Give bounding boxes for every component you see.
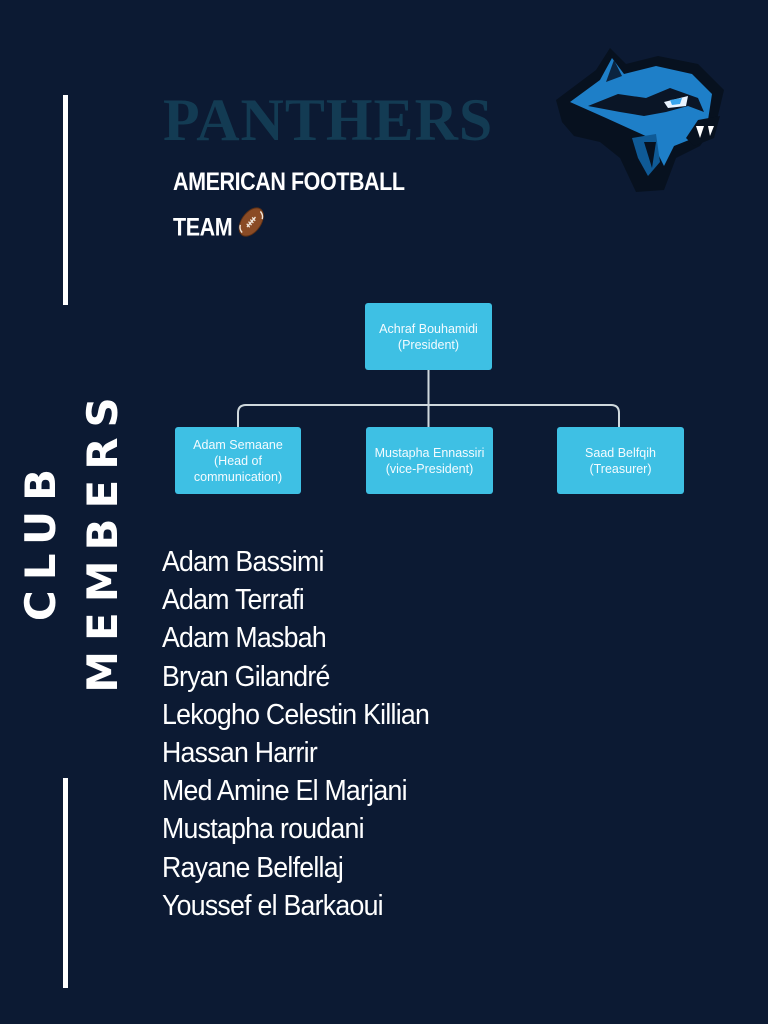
subtitle-line2: TEAM: [173, 204, 405, 254]
president-role: (President): [397, 337, 460, 352]
subtitle-line1: AMERICAN FOOTBALL: [173, 168, 405, 196]
node1-name: Adam Semaane: [193, 437, 283, 452]
node2-name: Mustapha Ennassiri: [374, 445, 485, 460]
list-item: Bryan Gilandré: [162, 660, 330, 693]
side-title-line2: MEMBERS: [78, 387, 127, 693]
football-icon: [236, 204, 267, 254]
node3-name: Saad Belfqih: [585, 445, 656, 460]
org-node-treasurer: Saad Belfqih (Treasurer): [557, 427, 684, 494]
president-name: Achraf Bouhamidi: [379, 321, 478, 336]
node1-role-line1: (Head of: [214, 453, 262, 468]
list-item: Hassan Harrir: [162, 737, 318, 770]
node2-role: (vice-President): [385, 461, 474, 476]
list-item: Adam Masbah: [162, 622, 327, 655]
decorative-bar-bottom: [63, 778, 68, 988]
brand-subtitle: AMERICAN FOOTBALL TEAM: [173, 160, 405, 254]
list-item: Adam Bassimi: [162, 546, 324, 578]
node3-role: (Treasurer): [589, 461, 652, 476]
list-item: Med Amine El Marjani: [162, 775, 408, 808]
brand-name: PANTHERS: [163, 87, 494, 153]
list-item: Mustapha roudani: [162, 813, 365, 846]
node1-role-line2: communication): [193, 469, 283, 484]
org-node-head-of-communication: Adam Semaane (Head of communication): [175, 427, 301, 494]
list-item: Lekogho Celestin Killian: [162, 698, 430, 731]
decorative-bar-top: [63, 95, 68, 305]
panther-head-icon: [556, 48, 724, 192]
list-item: Rayane Belfellaj: [162, 851, 344, 884]
side-title-line1: CLUB: [16, 458, 65, 622]
list-item: Adam Terrafi: [162, 584, 305, 617]
list-item: Youssef el Barkaoui: [162, 889, 384, 922]
subtitle-line2-text: TEAM: [173, 213, 233, 242]
member-list: Adam Bassimi Adam Terrafi Adam Masbah Br…: [162, 543, 452, 925]
org-node-president: Achraf Bouhamidi (President): [365, 303, 492, 370]
org-node-vice-president: Mustapha Ennassiri (vice-President): [366, 427, 493, 494]
